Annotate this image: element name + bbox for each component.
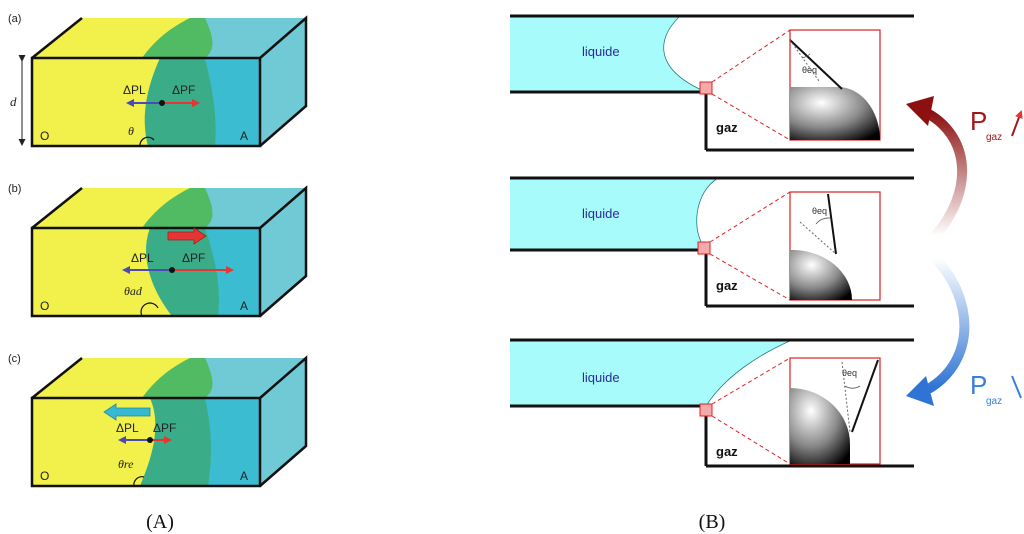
zoom-line-top [711, 29, 791, 83]
water-label: A [240, 129, 248, 143]
box-front-edge [30, 396, 262, 488]
theta-arc [844, 385, 861, 389]
pressure-up-subscript: gaz [986, 132, 1002, 143]
pore-corner-shape [790, 87, 880, 140]
pressure-down-symbol: P [970, 370, 987, 400]
contact-point [169, 267, 175, 273]
theta-eq-label: θeq [842, 368, 857, 378]
contact-point [147, 437, 153, 443]
subpanel-c: (c) ΔPL ΔPF O A θre [8, 353, 308, 488]
side-face [260, 358, 306, 486]
zoom-line-bottom [711, 93, 791, 141]
delta-pl-label: ΔPL [116, 421, 139, 435]
oil-label: O [40, 469, 49, 483]
motion-arrow-advance [167, 227, 207, 245]
front-face-interface [140, 398, 212, 486]
delta-pl-label: ΔPL [131, 251, 154, 265]
zoom-line-top [711, 357, 791, 405]
gas-label: gaz [716, 444, 738, 459]
zoom-source-box [699, 81, 713, 95]
subpanel-tag: (c) [8, 353, 21, 365]
box-edges [31, 355, 308, 487]
pressure-up-arrowhead [906, 96, 934, 126]
contact-angle-arc [139, 136, 155, 147]
gas-label: gaz [716, 120, 738, 135]
top-face-interface [142, 188, 213, 228]
box-edges [31, 15, 308, 147]
pore-row-3: liquide gaz θeq [510, 338, 914, 468]
delta-pl-label: ΔPL [123, 83, 146, 97]
subpanel-tag: (a) [8, 13, 21, 25]
zoom-source-box [699, 403, 713, 417]
theta-arc [801, 53, 811, 59]
liquid-label: liquide [582, 206, 620, 221]
pressure-up-curve [920, 107, 968, 241]
gas-label: gaz [716, 278, 738, 293]
subpanel-b: (b) ΔPL ΔPF O A θad [8, 183, 308, 318]
liquid-label: liquide [582, 44, 620, 59]
pressure-down-subscript: gaz [986, 396, 1002, 407]
contact-angle-label: θre [118, 457, 134, 471]
subpanel-tag: (b) [8, 183, 21, 195]
side-face [260, 188, 306, 316]
panel-b: liquide gaz θeq liquide gaz [510, 14, 1023, 533]
oil-label: O [40, 299, 49, 313]
delta-pf-label: ΔPF [153, 421, 176, 435]
zoom-line-bottom [711, 415, 791, 465]
depth-label: d [10, 94, 17, 109]
zoom-line-bottom [709, 253, 791, 301]
water-label: A [240, 469, 248, 483]
front-face-interface [146, 228, 219, 316]
top-face-interface [142, 358, 213, 398]
box-front-edge [30, 56, 262, 148]
side-face [260, 18, 306, 146]
meniscus-line [851, 359, 879, 433]
panel-b-caption: (B) [699, 511, 726, 533]
pore-corner-shape [790, 388, 850, 464]
meniscus-line [789, 39, 843, 90]
panel-a-caption: (A) [146, 511, 174, 533]
subpanel-a: (a) d ΔPL ΔPF O A θ [8, 13, 308, 148]
motion-arrow-recede [103, 403, 151, 421]
meniscus-line [827, 193, 837, 255]
pressure-down-trend-arrow [1011, 375, 1022, 399]
box-front-edge [30, 226, 262, 318]
contact-point [159, 100, 165, 106]
liquid-fill [510, 340, 792, 406]
top-face-interface [142, 18, 213, 58]
contact-angle-label: θad [124, 284, 143, 298]
oil-label: O [40, 129, 49, 143]
pressure-up-trend-arrow [1011, 110, 1023, 137]
pore-row-1: liquide gaz θeq [510, 14, 914, 152]
delta-pf-label: ΔPF [172, 83, 195, 97]
theta-arc [815, 217, 831, 225]
water-label: A [240, 299, 248, 313]
zoom-source-box [697, 241, 711, 255]
tangent-line [789, 39, 820, 82]
pressure-increase-indicator: P gaz [906, 96, 1023, 241]
liquid-fill [510, 178, 718, 250]
box-edges [31, 185, 308, 317]
pressure-decrease-indicator: P gaz [906, 253, 1022, 407]
pore-row-2: liquide gaz θeq [510, 176, 914, 308]
zoom-line-top [709, 191, 791, 243]
meniscus [663, 15, 707, 93]
theta-eq-label: θeq [802, 65, 817, 75]
contact-angle-arc [133, 476, 145, 487]
liquid-label: liquide [582, 370, 620, 385]
pressure-down-curve [925, 253, 970, 393]
contact-angle-arc [140, 302, 159, 317]
theta-eq-label: θeq [812, 206, 827, 216]
liquid-fill [510, 16, 706, 92]
meniscus [705, 339, 793, 407]
delta-pf-label: ΔPF [182, 251, 205, 265]
pressure-down-arrowhead [906, 376, 934, 406]
pore-corner-shape [790, 249, 852, 300]
contact-angle-label: θ [128, 124, 134, 138]
pressure-up-symbol: P [970, 106, 987, 136]
tangent-line [799, 221, 837, 255]
panel-a: (a) d ΔPL ΔPF O A θ [8, 13, 308, 533]
